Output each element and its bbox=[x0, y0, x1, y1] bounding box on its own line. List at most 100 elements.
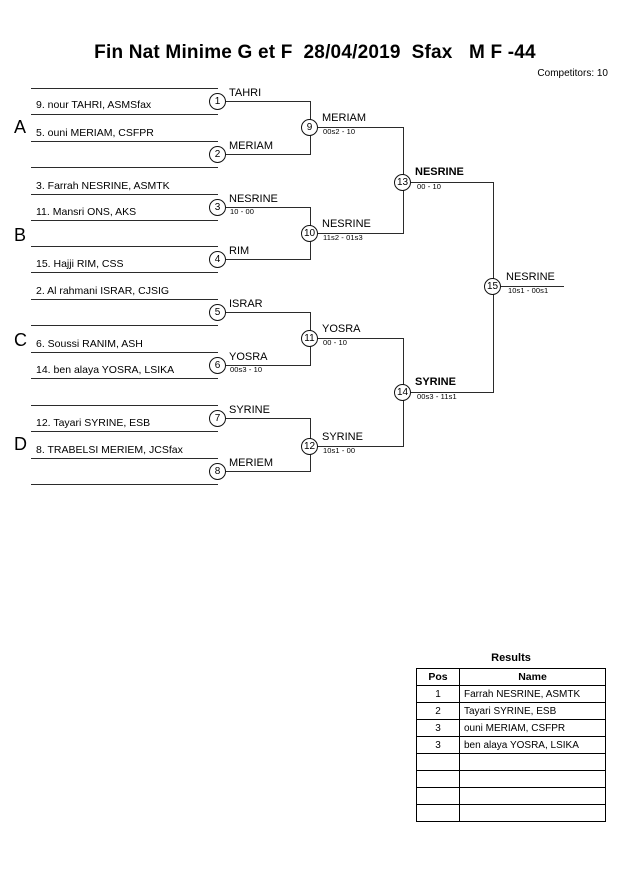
out-line-m9 bbox=[318, 127, 404, 128]
result-name: ouni MERIAM, CSFPR bbox=[459, 719, 606, 737]
winner-name-m14: SYRINE bbox=[415, 376, 456, 388]
match-circle-1[interactable]: 1 bbox=[209, 93, 226, 110]
feeder-line-m6-bottom bbox=[31, 378, 218, 379]
connector-m2-m9 bbox=[310, 127, 311, 154]
group-label-d: D bbox=[14, 434, 27, 454]
feeder-line-m8-top bbox=[31, 458, 218, 459]
out-line-m3 bbox=[226, 207, 311, 208]
out-line-m10 bbox=[318, 233, 404, 234]
winner-name-m9: MERIAM bbox=[322, 112, 366, 124]
match-circle-9[interactable]: 9 bbox=[301, 119, 318, 136]
result-pos: 3 bbox=[416, 719, 460, 737]
result-pos bbox=[416, 787, 460, 805]
match-circle-7[interactable]: 7 bbox=[209, 410, 226, 427]
table-row[interactable]: 1 Farrah NESRINE, ASMTK bbox=[416, 685, 606, 703]
match-score-m13: 00 - 10 bbox=[417, 182, 442, 191]
match-circle-12[interactable]: 12 bbox=[301, 438, 318, 455]
match-score-m15: 10s1 - 00s1 bbox=[508, 286, 549, 295]
match-circle-5[interactable]: 5 bbox=[209, 304, 226, 321]
match-score-m12: 10s1 - 00 bbox=[323, 446, 356, 455]
winner-name-m8: MERIEM bbox=[229, 457, 273, 469]
results-panel: Results Pos Name 1 Farrah NESRINE, ASMTK… bbox=[416, 652, 606, 822]
table-row[interactable] bbox=[416, 787, 606, 805]
feeder-line-m5-bottom bbox=[31, 325, 218, 326]
winner-name-m12: SYRINE bbox=[322, 431, 363, 443]
out-line-m15 bbox=[501, 286, 564, 287]
result-pos: 1 bbox=[416, 685, 460, 703]
connector-m12-m14 bbox=[403, 392, 404, 446]
feeder-line-m6-top bbox=[31, 352, 218, 353]
winner-name-m1: TAHRI bbox=[229, 87, 262, 99]
entry-label-7: 6. Soussi RANIM, ASH bbox=[36, 338, 143, 350]
out-line-m13 bbox=[411, 182, 494, 183]
match-circle-14[interactable]: 14 bbox=[394, 384, 411, 401]
results-table: Pos Name 1 Farrah NESRINE, ASMTK 2 Tayar… bbox=[416, 668, 606, 822]
competitors-count: Competitors: 10 bbox=[537, 68, 608, 79]
table-row[interactable] bbox=[416, 804, 606, 822]
match-circle-4[interactable]: 4 bbox=[209, 251, 226, 268]
feeder-line-m2-bottom bbox=[31, 167, 218, 168]
match-score-m9: 00s2 - 10 bbox=[323, 127, 356, 136]
result-pos bbox=[416, 770, 460, 788]
winner-name-m5: ISRAR bbox=[229, 298, 263, 310]
match-circle-15[interactable]: 15 bbox=[484, 278, 501, 295]
table-row[interactable]: 3 ouni MERIAM, CSFPR bbox=[416, 719, 606, 737]
entry-label-5: 15. Hajji RIM, CSS bbox=[36, 258, 124, 270]
entry-label-9: 12. Tayari SYRINE, ESB bbox=[36, 417, 151, 429]
match-score-m10: 11s2 - 01s3 bbox=[323, 233, 363, 242]
connector-m3-m10 bbox=[310, 207, 311, 233]
out-line-m14 bbox=[411, 392, 494, 393]
match-score-m14: 00s3 - 11s1 bbox=[417, 392, 457, 401]
out-line-m5 bbox=[226, 312, 311, 313]
result-name bbox=[459, 787, 606, 805]
out-line-m6 bbox=[226, 365, 311, 366]
out-line-m11 bbox=[318, 338, 404, 339]
connector-m6-m11 bbox=[310, 338, 311, 365]
feeder-line-m7-bottom bbox=[31, 431, 218, 432]
feeder-line-m3-bottom bbox=[31, 220, 218, 221]
match-score-m11: 00 - 10 bbox=[323, 338, 348, 347]
entry-label-6: 2. Al rahmani ISRAR, CJSIG bbox=[36, 285, 170, 297]
feeder-line-m5-top bbox=[31, 299, 218, 300]
match-circle-6[interactable]: 6 bbox=[209, 357, 226, 374]
winner-name-m11: YOSRA bbox=[322, 323, 361, 335]
match-circle-13[interactable]: 13 bbox=[394, 174, 411, 191]
result-pos bbox=[416, 753, 460, 771]
winner-name-m2: MERIAM bbox=[229, 140, 273, 152]
out-line-m1 bbox=[226, 101, 311, 102]
connector-m8-m12 bbox=[310, 446, 311, 471]
entry-label-8: 14. ben alaya YOSRA, LSIKA bbox=[36, 364, 175, 376]
table-row[interactable]: 2 Tayari SYRINE, ESB bbox=[416, 702, 606, 720]
result-name bbox=[459, 770, 606, 788]
match-circle-10[interactable]: 10 bbox=[301, 225, 318, 242]
feeder-line-m7-top bbox=[31, 405, 218, 406]
match-circle-3[interactable]: 3 bbox=[209, 199, 226, 216]
result-name: ben alaya YOSRA, LSIKA bbox=[459, 736, 606, 754]
table-row[interactable]: 3 ben alaya YOSRA, LSIKA bbox=[416, 736, 606, 754]
feeder-line-m1-top bbox=[31, 88, 218, 89]
result-pos: 2 bbox=[416, 702, 460, 720]
out-line-m8 bbox=[226, 471, 311, 472]
group-label-c: C bbox=[14, 330, 27, 350]
connector-m7-m12 bbox=[310, 418, 311, 446]
table-row[interactable] bbox=[416, 770, 606, 788]
result-name: Tayari SYRINE, ESB bbox=[459, 702, 606, 720]
winner-name-m3: NESRINE bbox=[229, 193, 278, 205]
page-title: Fin Nat Minime G et F 28/04/2019 Sfax M … bbox=[94, 42, 536, 63]
connector-m10-m13 bbox=[403, 182, 404, 233]
entry-label-2: 5. ouni MERIAM, CSFPR bbox=[36, 127, 154, 139]
table-row[interactable] bbox=[416, 753, 606, 771]
match-circle-8[interactable]: 8 bbox=[209, 463, 226, 480]
feeder-line-m4-bottom bbox=[31, 272, 218, 273]
feeder-line-m8-bottom bbox=[31, 484, 218, 485]
entry-label-4: 11. Mansri ONS, AKS bbox=[36, 206, 137, 218]
match-circle-11[interactable]: 11 bbox=[301, 330, 318, 347]
results-header-row: Pos Name bbox=[416, 668, 606, 686]
out-line-m2 bbox=[226, 154, 311, 155]
connector-m5-m11 bbox=[310, 312, 311, 338]
winner-name-m4: RIM bbox=[229, 245, 250, 257]
result-pos bbox=[416, 804, 460, 822]
match-circle-2[interactable]: 2 bbox=[209, 146, 226, 163]
group-label-a: A bbox=[14, 117, 27, 137]
